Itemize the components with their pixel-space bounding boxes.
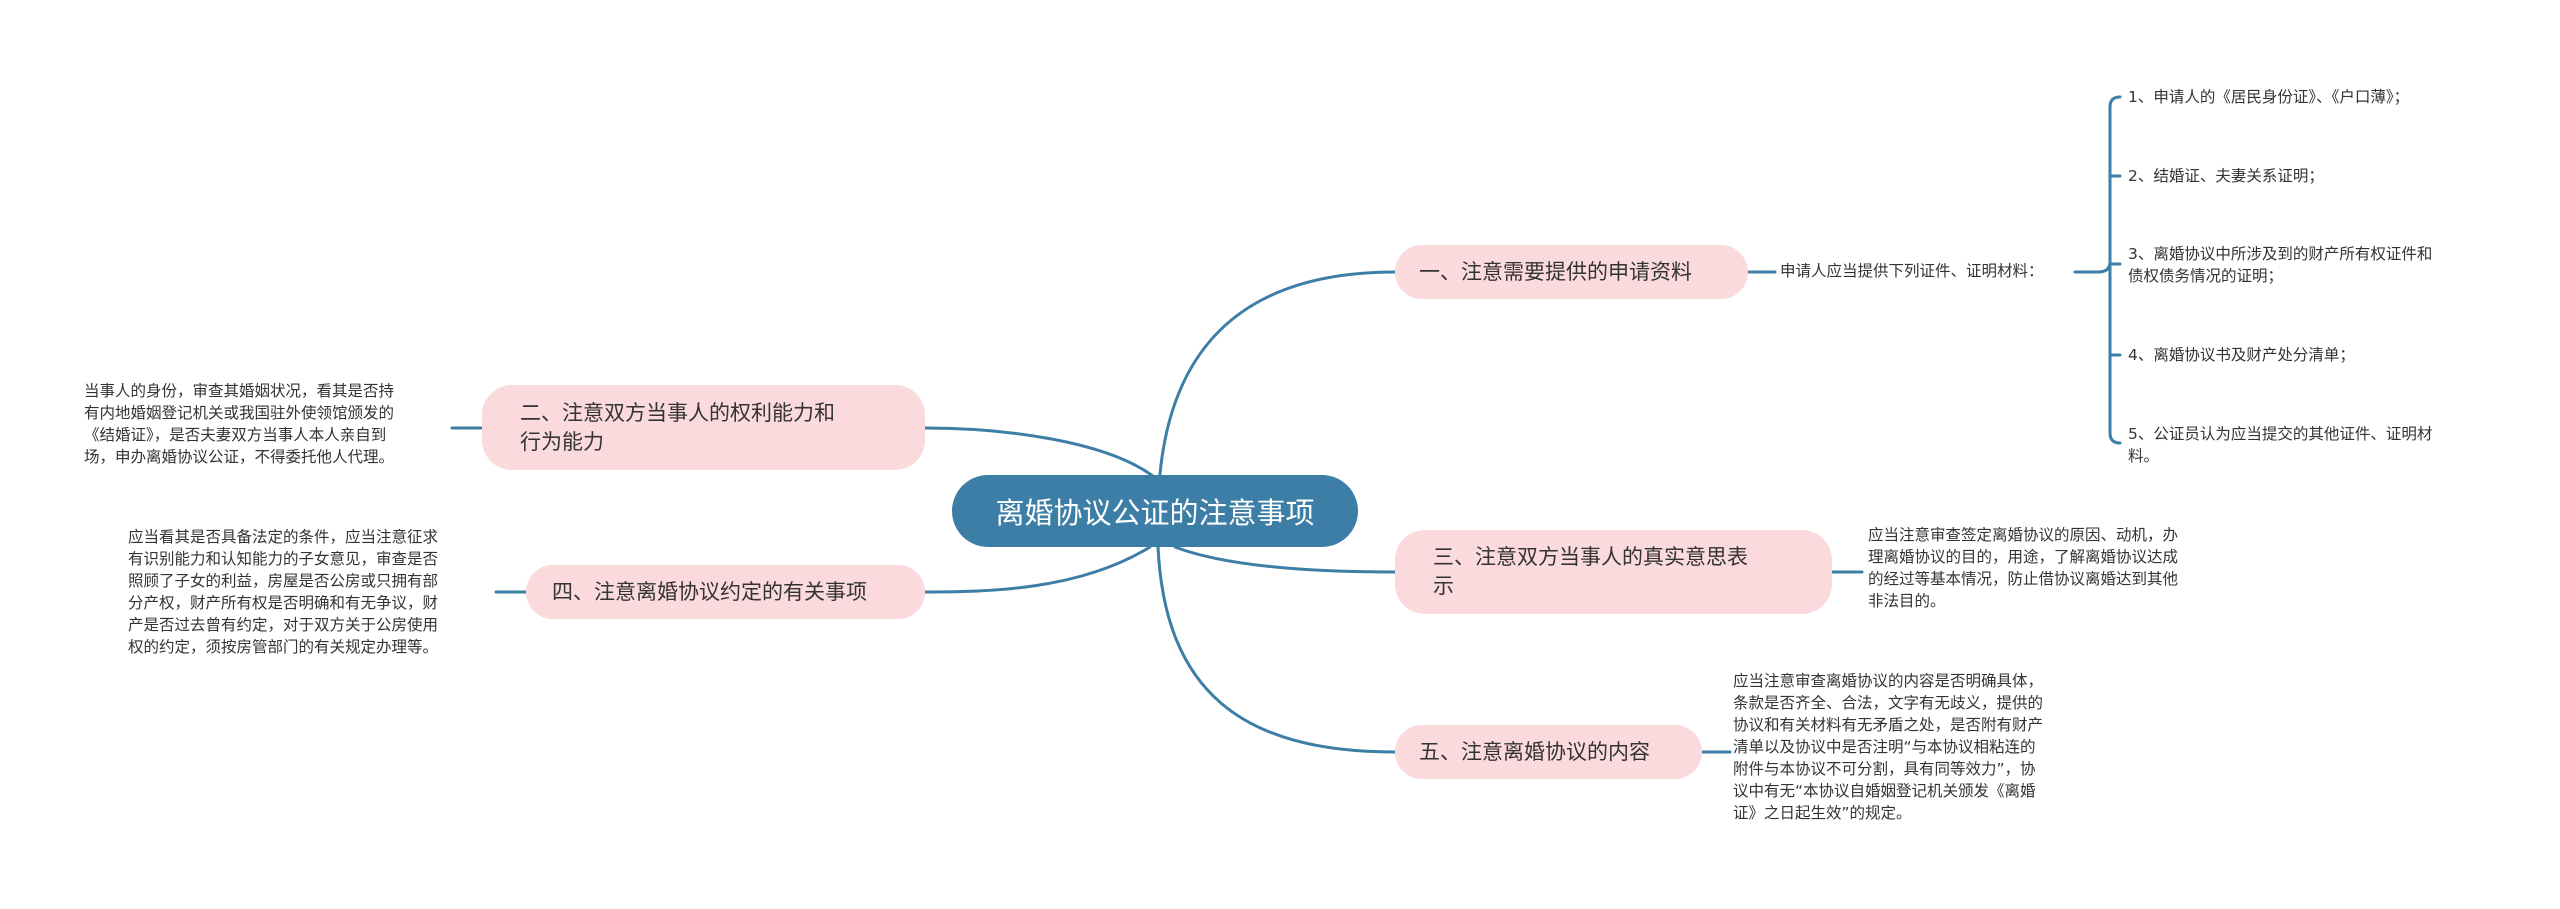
branch-2[interactable]: 二、注意双方当事人的权利能力和 行为能力 — [482, 385, 925, 470]
branch-4-detail[interactable]: 应当看其是否具备法定的条件，应当注意征求 有识别能力和认知能力的子女意见，审查是… — [128, 528, 439, 656]
branch-5-detail[interactable]: 应当注意审查离婚协议的内容是否明确具体， 条款是否齐全、合法，文字有无歧义，提供… — [1733, 672, 2044, 822]
link-center-b1 — [1156, 270, 1397, 513]
branch-5[interactable]: 五、注意离婚协议的内容 — [1395, 725, 1702, 779]
branch-5-label: 五、注意离婚协议的内容 — [1419, 739, 1650, 764]
branch-2-label: 二、注意双方当事人的权利能力和 行为能力 — [520, 400, 835, 454]
bracket-b1-stem — [2096, 260, 2112, 274]
branch-4-label: 四、注意离婚协议约定的有关事项 — [552, 579, 867, 604]
b1-list-item[interactable]: 5、公证员认为应当提交的其他证件、证明材 料。 — [2128, 425, 2433, 465]
branch-4[interactable]: 四、注意离婚协议约定的有关事项 — [526, 565, 925, 619]
branch-3-detail[interactable]: 应当注意审查签定离婚协议的原因、动机，办 理离婚协议的目的，用途，了解离婚协议达… — [1868, 526, 2179, 610]
link-center-b3 — [1173, 545, 1397, 574]
b1-list-item[interactable]: 1、申请人的《居民身份证》、《户口薄》； — [2128, 88, 2410, 106]
b1-list-item[interactable]: 4、离婚协议书及财产处分清单； — [2128, 346, 2355, 364]
link-center-b5 — [1156, 545, 1397, 754]
branch-2-detail[interactable]: 当事人的身份，审查其婚姻状况，看其是否持 有内地婚姻登记机关或我国驻外使领馆颁发… — [84, 382, 395, 466]
branch-3-label: 三、注意双方当事人的真实意思表 示 — [1433, 545, 1748, 598]
central-topic[interactable]: 离婚协议公证的注意事项 — [952, 475, 1358, 547]
b1-list-item[interactable]: 2、结婚证、夫妻关系证明； — [2128, 167, 2324, 185]
link-center-b2 — [923, 426, 1160, 482]
b1-list-item[interactable]: 3、离婚协议中所涉及到的财产所有权证件和 债权债务情况的证明； — [2128, 245, 2433, 285]
branch-1[interactable]: 一、注意需要提供的申请资料 — [1395, 245, 1748, 299]
branch-1-subtopic[interactable]: 申请人应当提供下列证件、证明材料： — [1780, 262, 2044, 280]
link-center-b4 — [923, 545, 1152, 594]
bracket-b1 — [2108, 95, 2122, 445]
branch-3[interactable]: 三、注意双方当事人的真实意思表 示 — [1395, 530, 1832, 614]
branch-1-label: 一、注意需要提供的申请资料 — [1419, 259, 1692, 284]
